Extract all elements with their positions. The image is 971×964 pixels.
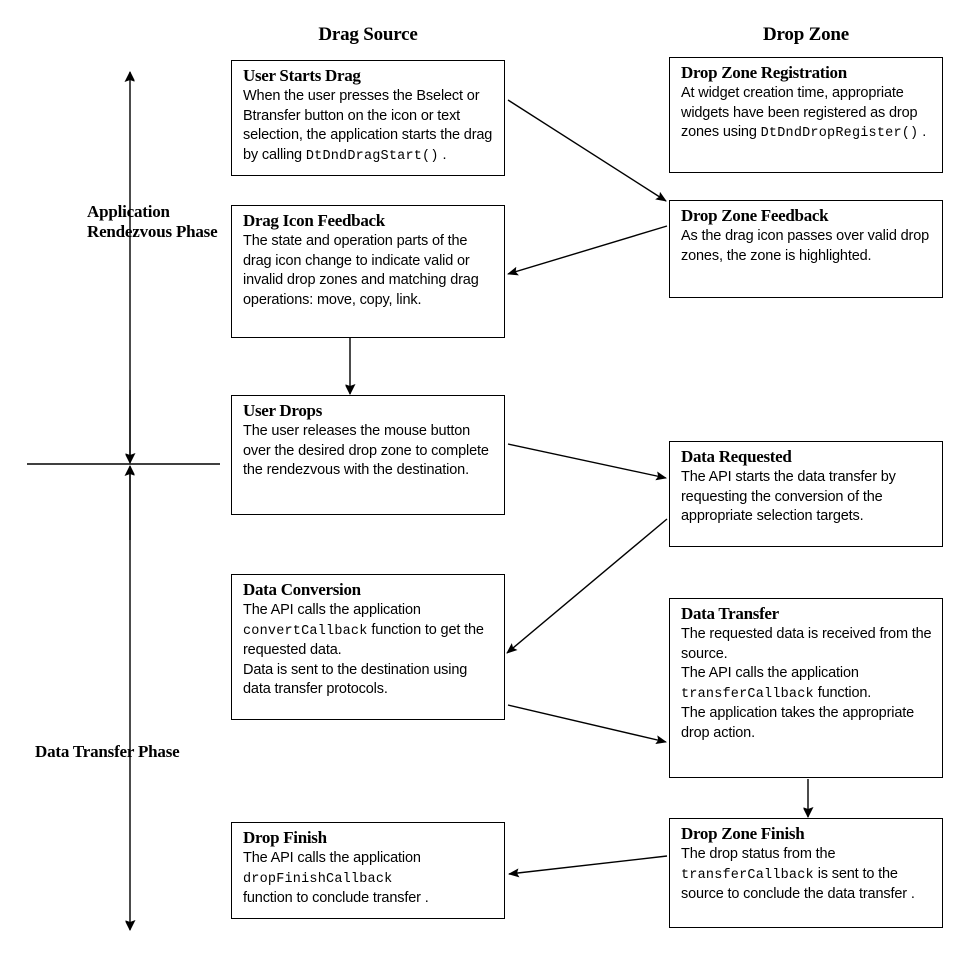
node-title: Data Conversion — [243, 580, 361, 599]
node-body: The API starts the data transfer by requ… — [681, 469, 896, 524]
node-body: When the user presses the Bselect or Btr… — [243, 87, 495, 166]
node-user-drops: User Drops The user releases the mouse b… — [231, 395, 505, 515]
node-text: The drop status from the — [681, 846, 836, 862]
node-text-4: The application takes the appropriate dr… — [681, 705, 915, 741]
node-text-tail: function to conclude transfer . — [243, 890, 429, 906]
code-token: convertCallback — [243, 623, 368, 639]
node-text: The requested data is received from the … — [681, 626, 932, 662]
node-text: At widget creation time, appropriate wid… — [681, 85, 918, 140]
node-data-transfer: Data Transfer The requested data is rece… — [669, 598, 943, 778]
code-token: dropFinishCallback — [243, 871, 393, 887]
node-body: At widget creation time, appropriate wid… — [681, 84, 933, 144]
node-body: As the drag icon passes over valid drop … — [681, 228, 930, 264]
node-body: The API calls the application dropFinish… — [243, 849, 495, 909]
node-text-tail: . — [438, 146, 447, 163]
node-body: The API calls the application convertCal… — [243, 601, 495, 700]
node-title: Drop Zone Feedback — [681, 206, 829, 225]
node-drag-icon-feedback: Drag Icon Feedback The state and operati… — [231, 205, 505, 338]
column-header-drag-source: Drag Source — [318, 24, 418, 45]
phase-label-data-transfer: Data Transfer Phase — [35, 742, 180, 761]
code-token: DtDndDragStart() — [305, 148, 439, 164]
node-data-requested: Data Requested The API starts the data t… — [669, 441, 943, 547]
edge-drop-zone-finish-to-drop-finish — [508, 855, 668, 878]
code-token: transferCallback — [681, 686, 814, 702]
node-body: The drop status from the transferCallbac… — [681, 845, 933, 905]
node-text-tail: function to get the requested data. — [243, 621, 484, 659]
node-title: Data Requested — [681, 447, 792, 466]
node-text-extra: Data is sent to the destination using da… — [243, 661, 468, 698]
node-user-starts-drag: User Starts Drag When the user presses t… — [231, 60, 505, 176]
edge-user-drops-to-data-requested — [507, 443, 667, 481]
edge-data-requested-to-data-conversion — [506, 518, 668, 654]
node-text-3: function. — [813, 684, 872, 701]
edge-data-conversion-to-data-transfer — [507, 704, 667, 745]
node-text-2: The API calls the application — [681, 665, 859, 681]
node-text-tail: . — [918, 124, 927, 140]
column-header-drop-zone: Drop Zone — [762, 24, 849, 45]
edge-drop-zone-feedback-to-drag-icon-feedback — [507, 225, 668, 276]
node-drop-zone-registration: Drop Zone Registration At widget creatio… — [669, 57, 943, 173]
phase-label-application-rendezvous: Application Rendezvous Phase — [87, 202, 218, 241]
node-body: The requested data is received from the … — [681, 625, 933, 743]
node-title: Data Transfer — [681, 604, 779, 623]
node-title: User Starts Drag — [243, 66, 361, 85]
code-token: DtDndDropRegister() — [760, 126, 919, 141]
node-text: When the user presses the Bselect or Btr… — [243, 88, 493, 163]
node-title: Drop Finish — [243, 828, 327, 847]
node-data-conversion: Data Conversion The API calls the applic… — [231, 574, 505, 720]
node-title: Drop Zone Finish — [681, 824, 805, 843]
node-drop-zone-finish: Drop Zone Finish The drop status from th… — [669, 818, 943, 928]
node-text-tail: is sent to the source to conclude the da… — [681, 865, 915, 903]
node-title: User Drops — [243, 401, 323, 420]
node-title: Drop Zone Registration — [681, 63, 847, 82]
node-body: The state and operation parts of the dra… — [243, 233, 479, 308]
node-title: Drag Icon Feedback — [243, 211, 385, 230]
node-drop-zone-feedback: Drop Zone Feedback As the drag icon pass… — [669, 200, 943, 298]
edge-user-starts-drag-to-drop-zone-feedback — [507, 99, 667, 202]
node-drop-finish: Drop Finish The API calls the applicatio… — [231, 822, 505, 919]
node-text: The API calls the application — [243, 602, 421, 618]
node-text: The API calls the application — [243, 850, 421, 866]
code-token: transferCallback — [681, 867, 814, 883]
node-body: The user releases the mouse button over … — [243, 423, 489, 478]
